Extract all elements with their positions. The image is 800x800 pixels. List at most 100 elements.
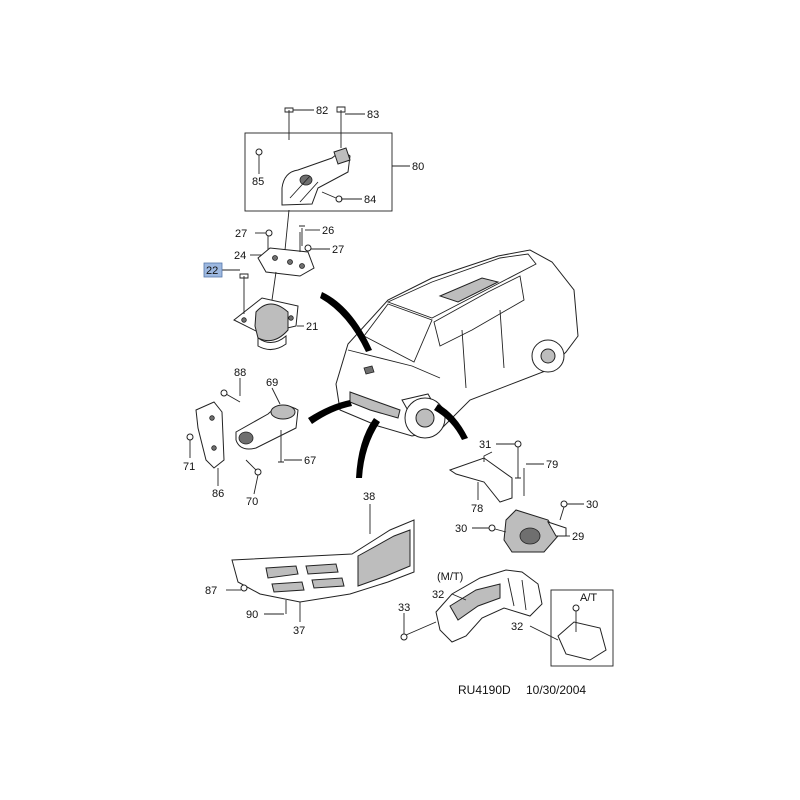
nut-27-right[interactable] [304, 244, 312, 252]
car-hood-line [347, 349, 441, 379]
part-69-end-bushing [238, 431, 254, 445]
engine-mount-group-21 [233, 209, 315, 350]
arrow-to-underbody [356, 418, 380, 478]
part-86-hole-a [209, 415, 215, 421]
variant-mt-label: (M/T) [437, 571, 463, 583]
callout-67[interactable]: 67 [304, 455, 316, 467]
callout-71[interactable]: 71 [183, 461, 195, 473]
underbody-shield-group-37 [231, 512, 415, 614]
part-24-bracket[interactable] [257, 247, 315, 277]
bolt-87[interactable] [240, 584, 248, 592]
callout-90[interactable]: 90 [246, 609, 258, 621]
part-80-web [289, 175, 319, 203]
callout-26[interactable]: 26 [322, 225, 334, 237]
location-arrows [308, 292, 468, 478]
callout-27-right[interactable]: 27 [332, 244, 344, 256]
part-29-bushing [519, 527, 541, 545]
footer: RU4190D 10/30/2004 [458, 683, 586, 697]
car-sunroof [438, 277, 500, 303]
bolt-88[interactable] [225, 393, 241, 403]
callout-84[interactable]: 84 [364, 194, 376, 206]
part-32-mt-rib [449, 583, 501, 621]
part-37-ribs-d [311, 577, 345, 589]
leader-lines [189, 109, 584, 641]
callout-31[interactable]: 31 [479, 439, 491, 451]
callout-labels: 82 83 80 85 84 27 26 24 27 22 21 88 69 7… [183, 105, 598, 637]
callout-87[interactable]: 87 [205, 585, 217, 597]
callout-30-left[interactable]: 30 [455, 523, 467, 535]
group-80-frame [244, 132, 393, 212]
part-24-hole-a [272, 255, 278, 261]
callout-32-mt[interactable]: 32 [432, 589, 444, 601]
callout-32-at[interactable]: 32 [511, 621, 523, 633]
part-21-hole-a [241, 317, 247, 323]
bolt-88-head [220, 389, 228, 397]
part-32-mt-bracket[interactable] [435, 569, 543, 643]
bolt-30-top[interactable] [560, 500, 568, 508]
part-32-at-bracket[interactable] [557, 621, 607, 661]
part-80-bushing[interactable] [333, 147, 351, 165]
callout-21[interactable]: 21 [306, 321, 318, 333]
bolt-70[interactable] [245, 459, 257, 471]
bolt-83[interactable] [336, 106, 346, 148]
drawing-date: 10/30/2004 [526, 683, 586, 697]
part-32-mt-web [507, 577, 527, 611]
nut-27-left[interactable] [265, 229, 273, 237]
part-21-hole-b [288, 315, 294, 321]
part-86-hole-b [211, 445, 217, 451]
callout-30-right[interactable]: 30 [586, 499, 598, 511]
part-80-bracket[interactable] [281, 149, 351, 206]
link-80-to-24 [284, 209, 290, 251]
callout-85[interactable]: 85 [252, 176, 264, 188]
car-roof [386, 253, 537, 319]
callout-70[interactable]: 70 [246, 496, 258, 508]
callout-37[interactable]: 37 [293, 625, 305, 637]
callout-22[interactable]: 22 [206, 265, 218, 277]
callout-88[interactable]: 88 [234, 367, 246, 379]
bolt-84[interactable] [321, 191, 337, 199]
car-door-line [461, 309, 505, 389]
part-86-bracket[interactable] [195, 401, 225, 469]
variant-at-label: A/T [580, 592, 597, 604]
bolt-26[interactable] [299, 225, 305, 246]
callout-27-left[interactable]: 27 [235, 228, 247, 240]
part-78-upright [483, 451, 493, 462]
bolt-22[interactable] [239, 273, 249, 314]
bolt-31-head [514, 440, 522, 448]
callout-83[interactable]: 83 [367, 109, 379, 121]
callout-79[interactable]: 79 [546, 459, 558, 471]
part-32-at-stud-head [572, 604, 580, 612]
bolt-30-left[interactable] [488, 524, 496, 532]
bolt-82[interactable] [284, 107, 294, 140]
link-24-to-21 [271, 271, 277, 301]
part-37-ribs-b [305, 563, 339, 575]
part-21-rubber-body[interactable] [254, 303, 289, 342]
callout-33[interactable]: 33 [398, 602, 410, 614]
bolt-67[interactable] [278, 430, 284, 463]
callout-86[interactable]: 86 [212, 488, 224, 500]
nut-71[interactable] [186, 433, 194, 441]
bolt-31[interactable] [515, 446, 521, 479]
car-emblem [363, 365, 375, 375]
callout-29[interactable]: 29 [572, 531, 584, 543]
callout-69[interactable]: 69 [266, 377, 278, 389]
arrow-to-trans-mount [434, 404, 468, 440]
car-rear-hub [540, 348, 556, 364]
part-37-ribs-c [271, 581, 305, 593]
car-side-window [433, 275, 525, 347]
part-78-bracket[interactable] [448, 457, 513, 503]
bolt-30-left-shaft [494, 528, 507, 533]
trans-bracket-group-32 [400, 569, 614, 667]
car-body [335, 249, 579, 437]
callout-78[interactable]: 78 [471, 503, 483, 515]
callout-38[interactable]: 38 [363, 491, 375, 503]
part-37-ribs-a [265, 565, 299, 579]
callout-80[interactable]: 80 [412, 161, 424, 173]
rear-mount-group-69 [186, 389, 299, 476]
vehicle-outline [335, 249, 579, 439]
callout-24[interactable]: 24 [234, 250, 246, 262]
nut-85[interactable] [255, 148, 263, 156]
car-front-hub [415, 408, 435, 428]
callout-82[interactable]: 82 [316, 105, 328, 117]
